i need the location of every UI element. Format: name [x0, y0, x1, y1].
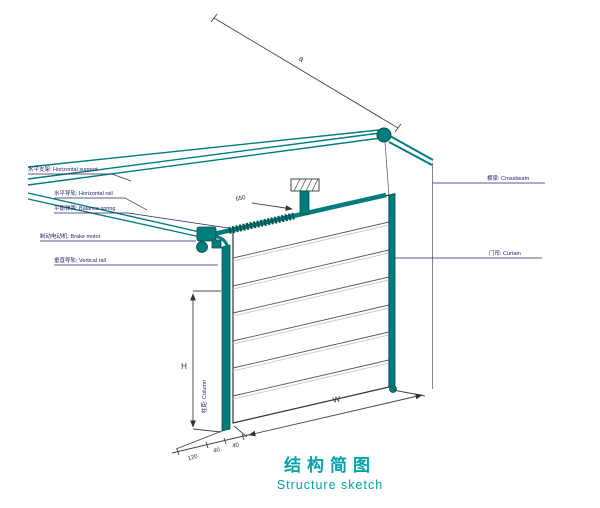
dimension-40-label-1: 40: [213, 447, 221, 454]
dimension-w: [233, 389, 426, 438]
right-vertical-rail: [388, 192, 396, 388]
curtain-panel-joint-shadow: [232, 334, 390, 372]
left-vertical-rail: [221, 244, 231, 432]
hatch-line: [305, 178, 313, 192]
bottom-dimension-chain: [171, 430, 253, 456]
curtain-panel-joint: [232, 359, 390, 397]
near-horizontal-rail-line-1: [27, 192, 214, 236]
dimension-h-ext-bottom: [192, 428, 222, 433]
bottom-chain-line: [171, 433, 253, 454]
curtain-panel-face: [232, 194, 390, 424]
page-title-zh: 结构简图: [284, 455, 376, 475]
dimension-a-line: [213, 17, 399, 129]
pulley: [376, 127, 392, 143]
motor-body: [196, 226, 217, 242]
brake-motor-label: 制动电动机: Brake motor: [40, 232, 101, 240]
crossbeam-line-1: [389, 135, 434, 161]
dimension-a: [210, 13, 402, 133]
dimension-650-arrow: [251, 202, 293, 211]
curtain-label: 门帘: Curtain: [489, 249, 521, 257]
crossbeam-label: 横梁: Crossbeam: [487, 174, 530, 182]
curtain-panel-joint-shadow: [232, 279, 390, 317]
hatch-line: [311, 178, 319, 192]
torsion-spring: [228, 212, 295, 234]
bottom-chain-tick: [241, 433, 245, 441]
bottom-chain-tick: [223, 437, 227, 445]
anchor-plate: [299, 190, 310, 215]
bottom-chain-tick: [176, 448, 180, 456]
curtain-panel-joint: [232, 276, 390, 314]
horizontal-rail-leader: [54, 197, 148, 211]
floor-depth-line: [175, 430, 223, 450]
near-horizontal-rail-line-2: [27, 198, 215, 241]
dimension-650-label: 650: [235, 195, 247, 203]
right-bottom-bracket: [389, 385, 397, 393]
page-title-en: Structure sketch: [277, 478, 383, 492]
far-horizontal-rail-line-1: [27, 132, 381, 180]
bottom-chain-tick: [205, 441, 209, 449]
motor-drum: [196, 241, 208, 253]
vertical-rail-label: 垂直导轨: Vertical rail: [54, 256, 106, 264]
crossbeam-line-2: [388, 141, 433, 166]
dimension-a-tick-end: [394, 123, 402, 133]
curtain-panel-joint-shadow: [232, 307, 390, 345]
brake-motor-assembly: [196, 226, 222, 253]
dimension-120-label: 120: [187, 454, 199, 462]
dimension-a-label: a: [297, 54, 306, 64]
spring-shaft: [213, 192, 387, 237]
dimension-h: [190, 290, 222, 433]
dimension-h-label: H: [181, 362, 187, 371]
dimension-a-tick-start: [210, 13, 218, 23]
curtain-panel-joint-shadow: [232, 362, 390, 400]
dimension-w-label: W: [332, 394, 342, 405]
horizontal-rail-label: 水平导轨: Horizontal rail: [54, 189, 113, 197]
balance-spring-label: 平衡弹簧: Balance spring: [54, 204, 115, 212]
lift-cable: [384, 141, 390, 197]
dimension-w-line: [248, 393, 423, 437]
horizontal-support-line: [27, 129, 380, 168]
curtain-panel-joint-shadow: [232, 224, 390, 262]
hatch-line: [293, 178, 301, 192]
curtain-panel-joint-shadow: [232, 252, 390, 290]
horizontal-rail-group: [27, 129, 382, 241]
hatch-line: [299, 178, 307, 192]
curtain-panel-joint: [232, 249, 390, 287]
crossbeam-beam: [388, 135, 434, 166]
far-horizontal-rail-line-2: [27, 137, 382, 186]
curtain-panel-joint: [232, 221, 390, 259]
dimension-w-ext-left: [233, 425, 248, 438]
curtain-panel-joint: [232, 304, 390, 342]
dimension-40-label-2: 40: [232, 442, 240, 449]
curtain-panel-joint: [232, 331, 390, 369]
horizontal-support-leader: [28, 173, 132, 182]
curtain-panel-joints: [232, 221, 390, 400]
column-label: 柱距: Column: [200, 380, 208, 413]
spring-anchor-bracket: [290, 178, 320, 215]
horizontal-support-label: 水平支架: Horizontal support: [28, 165, 98, 173]
balance-spring-leader: [54, 212, 229, 229]
motor-gearbox: [211, 239, 222, 249]
